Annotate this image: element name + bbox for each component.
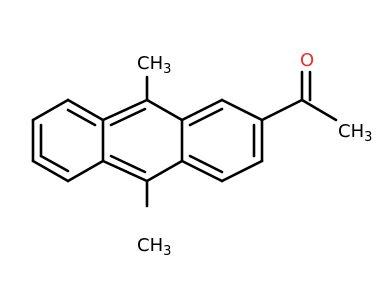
bond	[66, 159, 105, 183]
label-methyl-top: CH3	[137, 53, 171, 77]
bond	[180, 98, 224, 122]
double-bond-inner	[109, 154, 147, 174]
bond	[145, 98, 184, 122]
right-ring	[180, 98, 264, 183]
double-bond-inner	[109, 107, 147, 127]
bond	[101, 98, 149, 122]
middle-ring	[101, 98, 184, 183]
label-methyl-bottom: CH3	[137, 235, 171, 259]
bond	[31, 159, 70, 183]
label-acetyl-methyl: CH3	[338, 121, 372, 145]
acetyl-bond	[260, 98, 304, 122]
double-bond-inner	[66, 108, 97, 127]
bond	[180, 159, 224, 183]
label-oxygen: O	[300, 50, 314, 71]
bond	[145, 159, 184, 183]
left-ring	[31, 98, 105, 183]
acetyl-methyl-bond	[300, 98, 338, 122]
double-bond-inner	[39, 154, 70, 173]
double-bond-inner	[188, 154, 224, 174]
bond	[220, 98, 264, 122]
bond	[31, 98, 70, 122]
bond	[220, 159, 264, 183]
bond	[101, 159, 149, 183]
double-bond-inner	[188, 107, 224, 127]
bond	[66, 98, 105, 122]
